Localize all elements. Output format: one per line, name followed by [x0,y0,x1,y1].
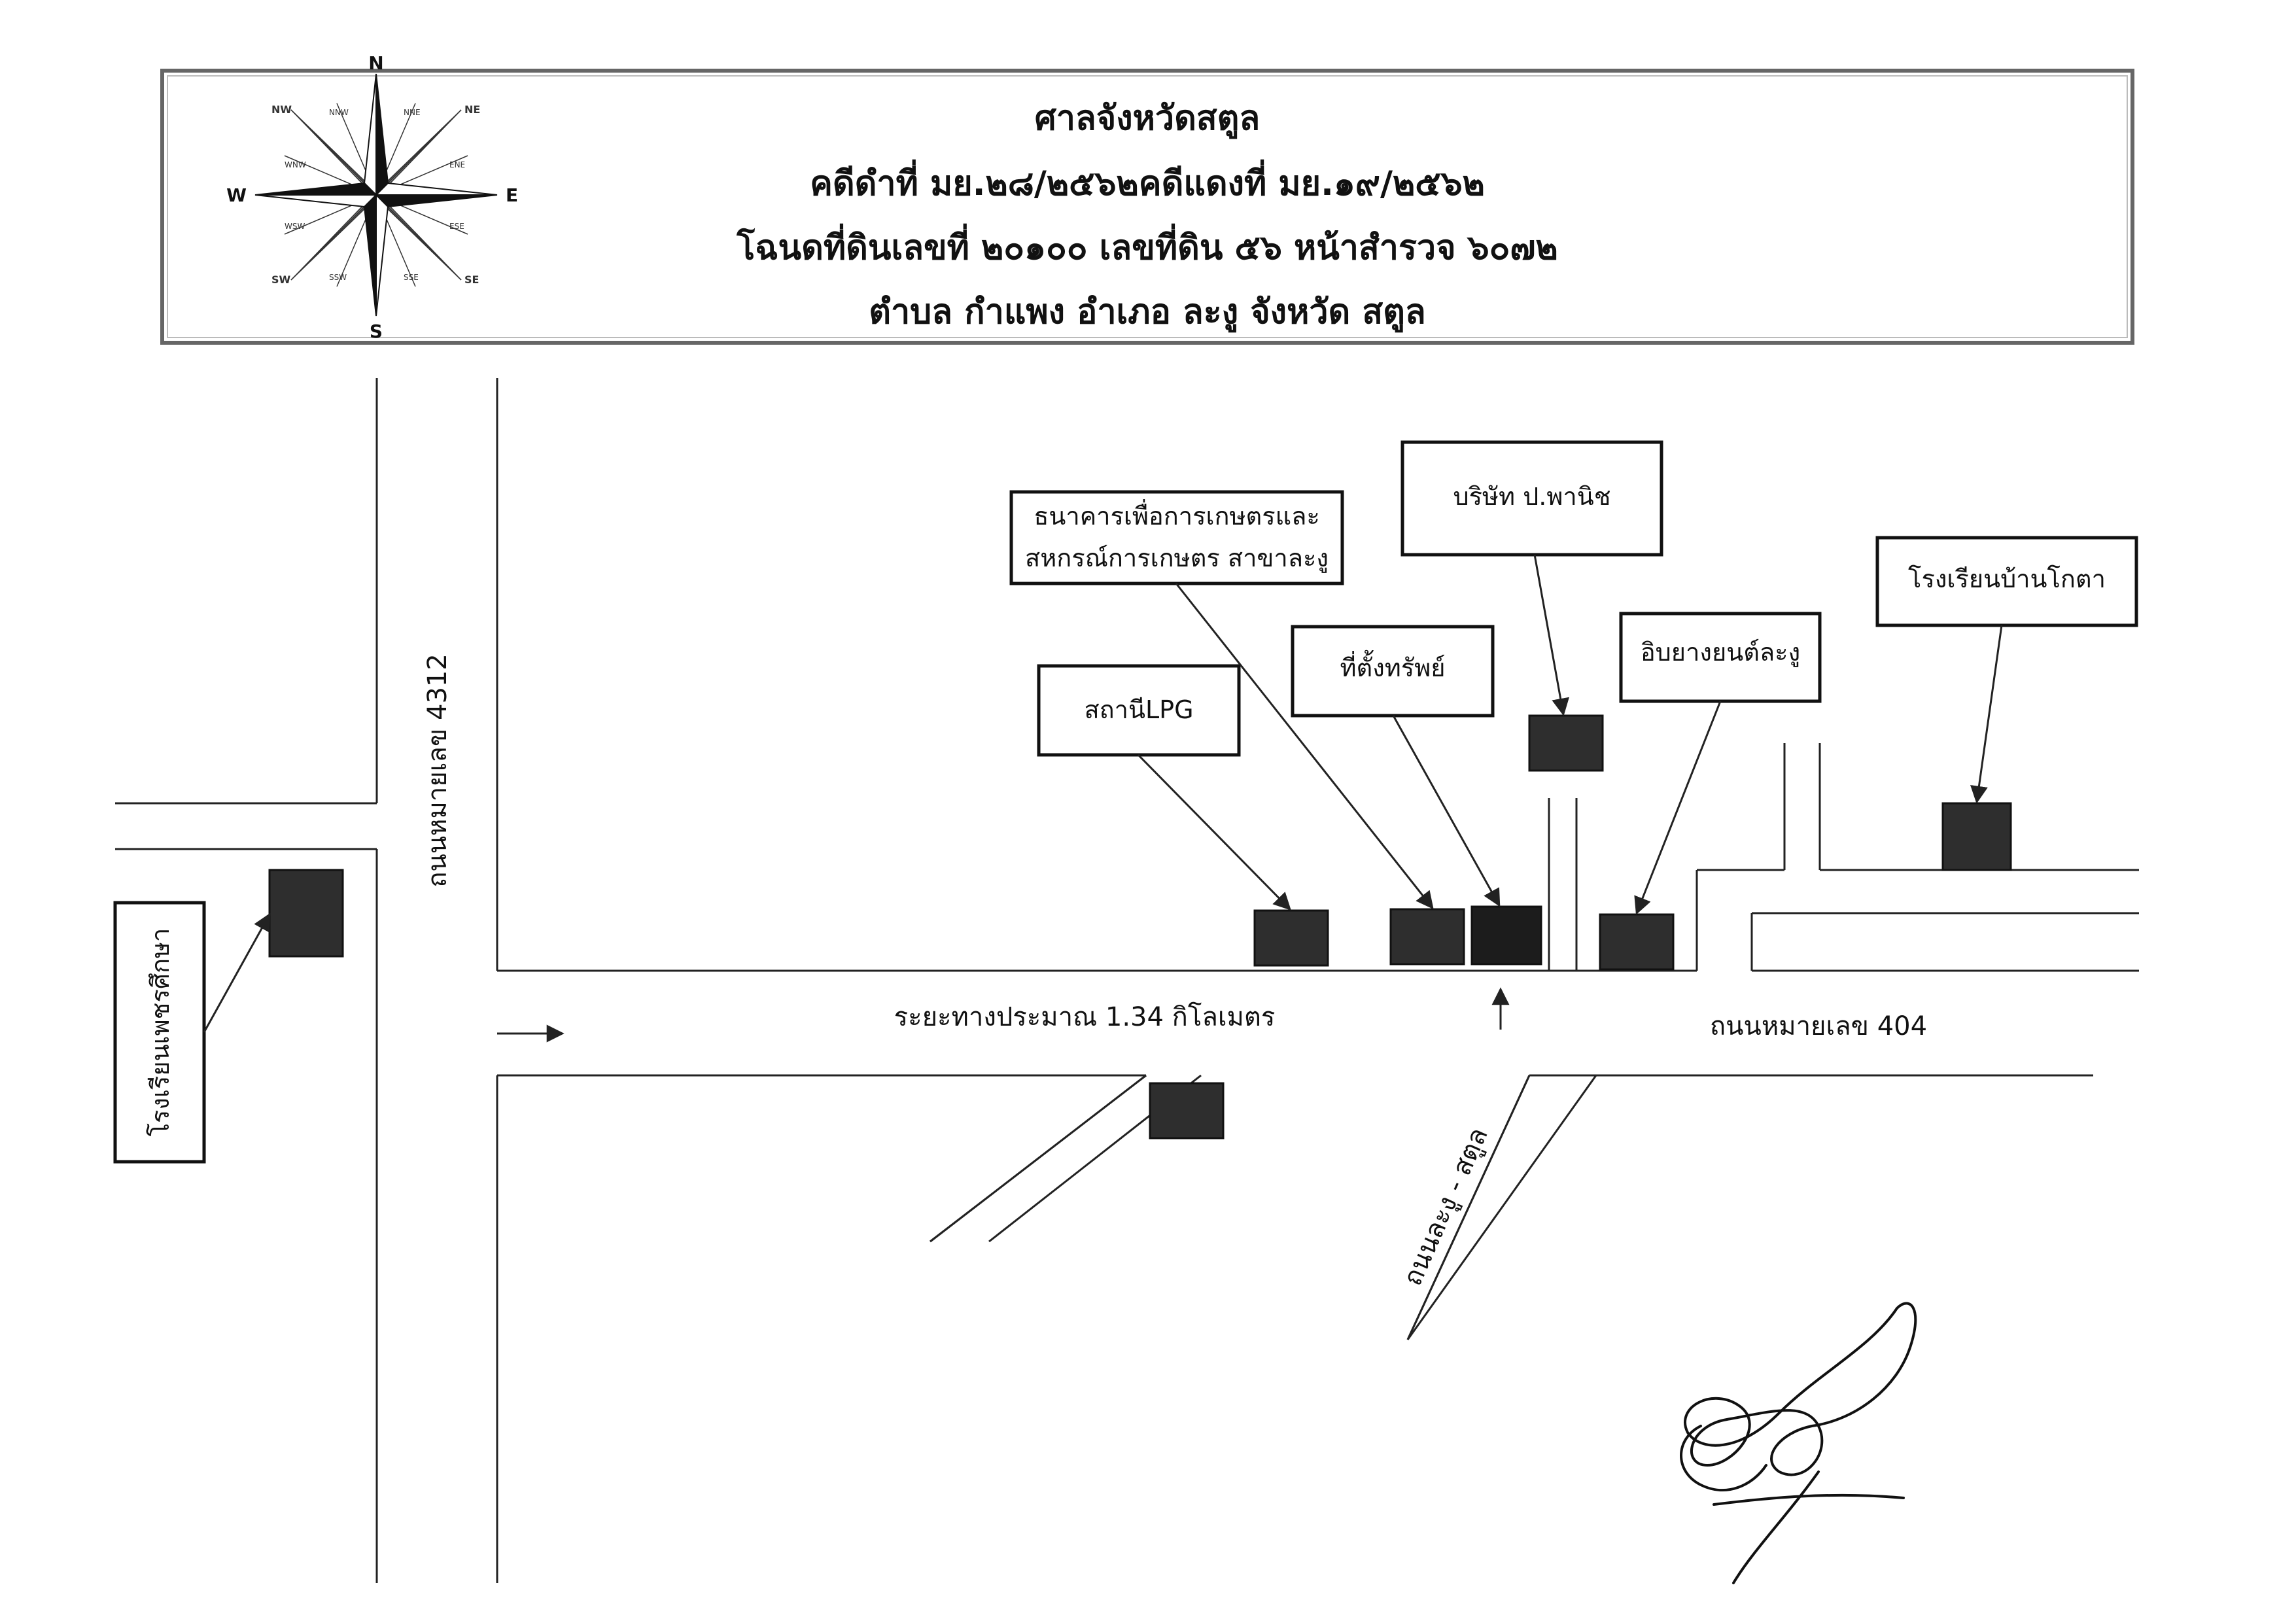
company-building [1528,714,1604,772]
svg-text:สถานีLPG: สถานีLPG [1084,695,1193,724]
label-property: ที่ตั้งทรัพย์ [1291,625,1495,718]
label-lpg-station: สถานีLPG [1037,664,1241,757]
la-ngu-satun-road-label: ถนนละงู - สตูล [1397,1123,1493,1291]
tire-shop-building [1599,913,1675,971]
svg-text:NNE: NNE [404,108,421,117]
svg-text:โรงเรียนเพชรศึกษา: โรงเรียนเพชรศึกษา [146,928,175,1137]
svg-text:WSW: WSW [285,222,305,231]
svg-text:S: S [370,321,383,342]
svg-text:SW: SW [271,273,291,286]
svg-text:WNW: WNW [285,160,306,169]
deed-info: โฉนดที่ดินเลขที่ ๒๐๑๐๐ เลขที่ดิน ๕๖ หน้า… [736,224,1558,268]
location-info: ตำบล กำแพง อำเภอ ละงู จังหวัด สตูล [869,292,1426,333]
svg-text:NNW: NNW [329,108,349,117]
distance-label: ระยะทางประมาณ 1.34 กิโลเมตร [894,1002,1276,1032]
svg-text:SSW: SSW [329,273,347,282]
svg-text:โรงเรียนบ้านโกตา: โรงเรียนบ้านโกตา [1908,565,2106,593]
svg-text:ที่ตั้งทรัพย์: ที่ตั้งทรัพย์ [1340,650,1445,682]
court-name: ศาลจังหวัดสตูล [1035,99,1261,139]
opposite-building [1149,1082,1225,1139]
svg-text:SSE: SSE [404,273,419,282]
svg-text:NW: NW [271,103,292,116]
label-school-phet: โรงเรียนเพชรศึกษา [113,901,206,1164]
label-company: บริษัท ป.พานิช [1400,440,1663,557]
svg-text:บริษัท ป.พานิช: บริษัท ป.พานิช [1453,482,1610,511]
road-network [115,378,2139,1583]
school-phet-building [268,869,344,958]
svg-text:ENE: ENE [449,160,465,169]
svg-text:NE: NE [464,103,480,116]
svg-text:สหกรณ์การเกษตร สาขาละงู: สหกรณ์การเกษตร สาขาละงู [1025,544,1329,573]
lpg-building [1253,909,1329,967]
property-building [1470,905,1542,965]
header-panel: ศาลจังหวัดสตูล คดีดำที่ มย.๒๘/๒๕๖๒คดีแดง… [160,69,2134,345]
svg-text:N: N [368,52,383,74]
school-kota-building [1941,802,2012,871]
highway-404-label: ถนนหมายเลข 404 [1710,1011,1927,1041]
svg-text:อิบยางยนต์ละงู: อิบยางยนต์ละงู [1641,638,1800,667]
buildings [268,714,2012,1139]
svg-text:SE: SE [464,273,479,286]
leader-lines [203,554,2003,1033]
label-tire-shop: อิบยางยนต์ละงู [1619,612,1822,703]
svg-text:W: W [226,184,247,206]
signature [1680,1302,1917,1584]
bank-building [1389,908,1465,965]
highway-4312-label: ถนนหมายเลข 4312 [423,653,453,888]
label-school-ban-kota: โรงเรียนบ้านโกตา [1875,536,2138,627]
svg-text:E: E [506,184,518,206]
compass-rose-icon: N S E W NE NW SE SW NNE NNW ENE WNW ESE … [226,52,518,342]
case-numbers: คดีดำที่ มย.๒๘/๒๕๖๒คดีแดงที่ มย.๑๙/๒๕๖๒ [810,160,1485,203]
svg-text:ESE: ESE [449,222,464,231]
label-bank: ธนาคารเพื่อการเกษตรและ สหกรณ์การเกษตร สา… [1009,490,1344,585]
svg-text:ธนาคารเพื่อการเกษตรและ: ธนาคารเพื่อการเกษตรและ [1034,499,1320,530]
